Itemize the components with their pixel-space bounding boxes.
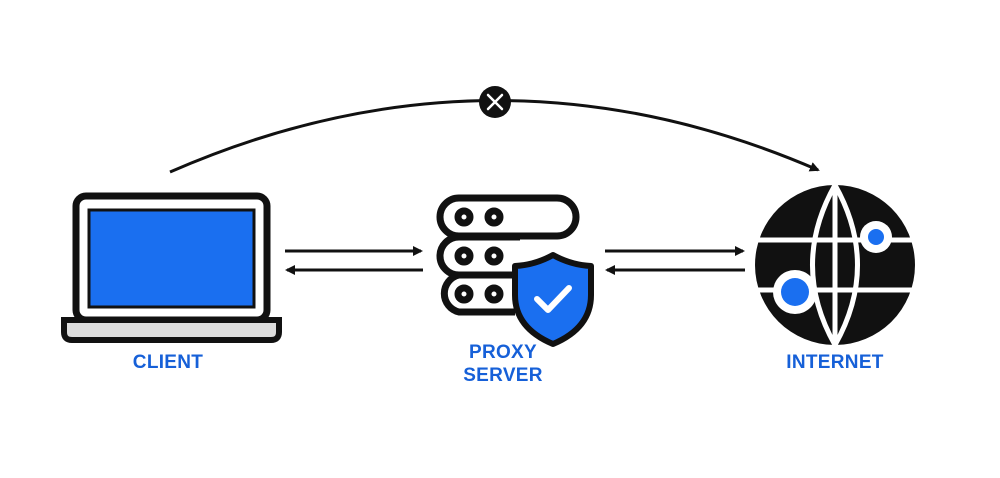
blocked-x-icon	[479, 86, 511, 118]
server-icon	[436, 194, 580, 316]
shield-check-icon	[512, 252, 594, 347]
internet-label: INTERNET	[786, 352, 884, 373]
laptop-icon	[61, 192, 282, 343]
globe-icon	[755, 183, 915, 347]
blocked-direct-connection	[169, 86, 820, 174]
client-label: CLIENT	[132, 352, 204, 373]
client-proxy-arrows	[285, 246, 423, 275]
proxy-label-line1: PROXY	[468, 342, 538, 363]
proxy-label-line2: SERVER	[463, 365, 543, 386]
proxy-internet-arrows	[605, 246, 745, 275]
